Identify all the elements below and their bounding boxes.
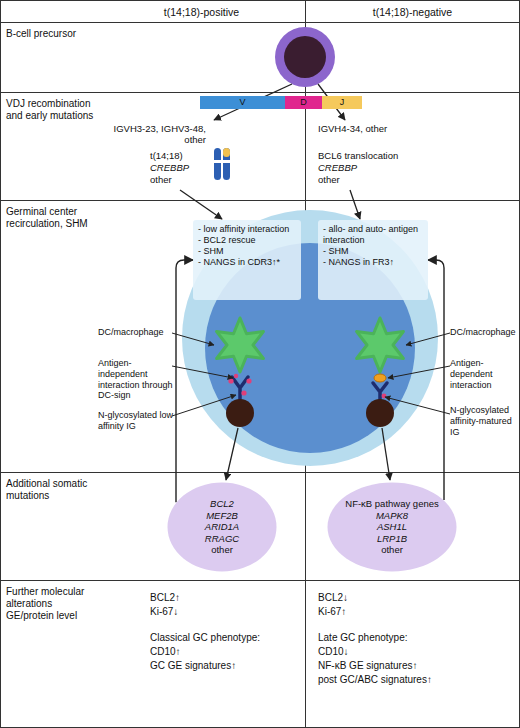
node-body: - low affinity interaction- BCL2 rescue-… <box>193 220 301 300</box>
node-text: ASH1L <box>377 521 407 533</box>
text-label: Antigen-dependent interaction <box>450 358 518 390</box>
text-label: IGVH3-23, IGHV3-48, other <box>100 123 206 146</box>
text-label: Classical GC phenotype: <box>150 632 300 644</box>
leader-arrow <box>388 366 450 378</box>
mutation-ellipse: BCL2MEF2BARID1ARRAGCother <box>167 482 277 572</box>
node-text: - SHM <box>198 246 224 257</box>
chromosome-symbol <box>212 148 232 180</box>
text-label: t(14;18)-positive <box>98 6 305 19</box>
germinal-center-outer <box>182 210 438 466</box>
text-label: DC/macrophage <box>450 327 518 338</box>
leader-arrow <box>172 333 214 345</box>
b-cell <box>226 399 254 427</box>
text-label: Ki-67↑ <box>318 606 508 618</box>
entry-arrow <box>350 190 360 219</box>
leader-arrow <box>406 333 450 345</box>
ellipse-shape <box>328 483 457 572</box>
node-text: MAPK8 <box>376 510 408 522</box>
text-label: N-glycosylated low affinity IG <box>98 410 174 432</box>
node-body: BCL2MEF2BARID1ARRAGCother <box>167 482 277 572</box>
text-label: Additional somatic mutations <box>6 478 94 502</box>
text-label: Antigen-independent interaction through … <box>98 358 174 401</box>
node-body: - allo- and auto- antigen interaction- S… <box>318 220 428 300</box>
node-text: NF-κB pathway genes <box>345 498 438 510</box>
node-body: NF-κB pathway genesMAPK8ASH1LLRP1Bother <box>327 482 457 572</box>
feedback-arrow <box>176 260 193 502</box>
dendritic-cell <box>357 318 404 372</box>
b-cell <box>366 399 394 427</box>
leader-arrow <box>385 397 450 414</box>
text-label: CREBBP <box>150 162 210 173</box>
node-text: - NANGS in FR3↑ <box>323 257 394 268</box>
text-label: t(14;18) <box>150 150 210 161</box>
node-text: - NANGS in CDR3↑* <box>198 257 280 268</box>
row-lines <box>0 23 520 581</box>
precursor-cell <box>275 27 335 87</box>
node-text: - low affinity interaction <box>198 224 289 235</box>
text-label: IGVH4-34, other <box>318 123 438 134</box>
text-label: B-cell precursor <box>6 28 94 40</box>
exit-arrow <box>382 428 390 480</box>
text-label: other <box>150 174 210 185</box>
text-label: post GC/ABC signatures↑ <box>318 674 508 686</box>
node-body: V <box>200 96 285 109</box>
node-text: - BCL2 rescue <box>198 235 256 246</box>
node-text: V <box>239 97 245 108</box>
node-text: other <box>211 544 233 556</box>
feedback-arrow <box>428 260 444 500</box>
text-label: DC/macrophage <box>98 327 174 338</box>
glycan-dots <box>228 374 251 396</box>
j-segment: J <box>322 96 362 109</box>
gc-interaction-box: - allo- and auto- antigen interaction- S… <box>318 220 428 300</box>
text-label: Late GC phenotype: <box>318 632 508 644</box>
entry-arrow <box>180 190 222 219</box>
node-text: BCL2 <box>210 498 234 510</box>
text-label: NF-κB GE signatures↑ <box>318 660 508 672</box>
ellipse-shape <box>168 483 277 572</box>
node-text: MEF2B <box>206 510 238 522</box>
node-text: - SHM <box>323 246 349 257</box>
text-label: CD10↓ <box>318 646 508 658</box>
text-label: Ki-67↓ <box>150 606 300 618</box>
node-text: other <box>381 544 403 556</box>
text-label: BCL6 translocation <box>318 150 438 161</box>
text-label: N-glycosylated affinity-matured IG <box>450 405 518 437</box>
text-label: VDJ recombination and early mutations <box>6 98 94 122</box>
text-label: other <box>318 174 438 185</box>
precursor-nucleus <box>284 36 326 78</box>
text-label: CREBBP <box>318 162 438 173</box>
dendritic-cell <box>217 318 264 372</box>
node-text: J <box>340 97 345 108</box>
text-label: Germinal center recirculation, SHM <box>6 206 94 230</box>
node-text: D <box>300 97 307 108</box>
text-label: Further molecular alterations GE/protein… <box>6 586 94 622</box>
leader-arrow <box>172 366 233 378</box>
immunoglobulin <box>373 383 387 401</box>
node-text: - allo- and auto- antigen interaction <box>323 224 423 246</box>
text-label: GC GE signatures↑ <box>150 660 300 672</box>
node-text: RRAGC <box>205 533 239 545</box>
antigen <box>374 374 386 382</box>
text-label: CD10↑ <box>150 646 300 658</box>
exit-arrow <box>226 428 238 480</box>
node-body: D <box>285 96 322 109</box>
gc-interaction-box: - low affinity interaction- BCL2 rescue-… <box>193 220 301 300</box>
v-segment: V <box>200 96 285 109</box>
text-label: t(14;18)-negative <box>305 6 520 19</box>
node-body: J <box>322 96 362 109</box>
text-label: BCL2↑ <box>150 592 300 604</box>
node-text: LRP1B <box>377 533 407 545</box>
d-segment: D <box>285 96 322 109</box>
leader-arrow <box>172 395 236 416</box>
text-label: BCL2↓ <box>318 592 508 604</box>
node-text: ARID1A <box>205 521 239 533</box>
mutation-ellipse: NF-κB pathway genesMAPK8ASH1LLRP1Bother <box>327 482 457 572</box>
